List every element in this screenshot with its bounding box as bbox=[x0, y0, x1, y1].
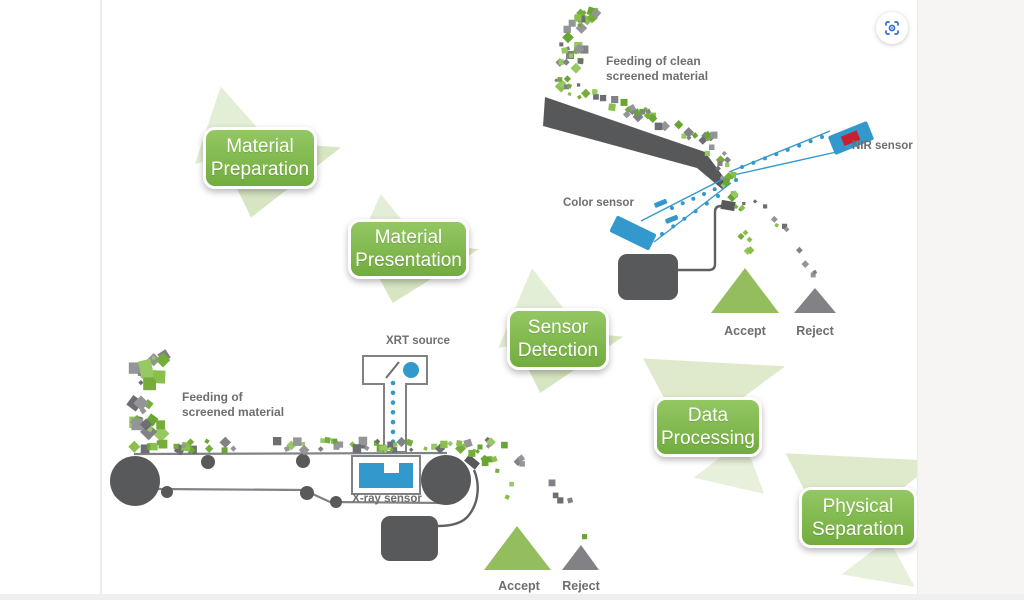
chute-reject-label: Reject bbox=[796, 324, 834, 338]
air-jet-valve-box bbox=[618, 254, 678, 300]
nir-sensor-label: NIR sensor bbox=[852, 140, 913, 152]
stage-data-processing: Data Processing bbox=[654, 397, 762, 457]
stage-label-line: Presentation bbox=[355, 250, 462, 271]
color-beam-pulse bbox=[654, 198, 668, 208]
stage-material-presentation: Material Presentation bbox=[348, 219, 469, 279]
stage-label-line: Processing bbox=[661, 428, 755, 449]
visual-search-button[interactable] bbox=[876, 12, 908, 44]
drive-drum-right bbox=[421, 455, 471, 505]
xray-sensor-notch bbox=[384, 463, 399, 473]
air-jet-nozzle bbox=[720, 199, 736, 212]
stage-label-line: Sensor bbox=[527, 317, 589, 338]
chute-feed-label: Feeding of clean screened material bbox=[606, 54, 709, 83]
belt-roller bbox=[161, 486, 173, 498]
accept-triangle bbox=[484, 526, 551, 570]
belt-roller bbox=[300, 486, 314, 500]
color-sensor-label: Color sensor bbox=[563, 197, 634, 209]
drive-drum-left bbox=[110, 456, 160, 506]
reject-triangle bbox=[562, 545, 599, 570]
xrt-source-housing bbox=[362, 355, 428, 453]
page-bottom-strip bbox=[0, 594, 1024, 600]
belt-reject-label: Reject bbox=[562, 579, 600, 593]
stage-sensor-detection: Sensor Detection bbox=[507, 308, 609, 370]
accept-triangle bbox=[711, 268, 779, 313]
conveyor-return-belt bbox=[156, 487, 447, 505]
color-beam-line bbox=[640, 176, 728, 222]
stage-physical-separation: Physical Separation bbox=[799, 487, 917, 548]
color-sensor-body bbox=[609, 215, 657, 251]
stage-label-line: Separation bbox=[812, 518, 904, 540]
content-left-edge bbox=[100, 0, 102, 594]
belt-feed-label: Feeding of screened material bbox=[182, 390, 285, 419]
belt-roller bbox=[330, 496, 342, 508]
stage-label-line: Preparation bbox=[210, 159, 310, 180]
lens-icon bbox=[885, 21, 899, 35]
beam-dots bbox=[660, 135, 824, 236]
xrt-tube-icon bbox=[403, 362, 419, 378]
air-jet-valve-box bbox=[381, 516, 438, 561]
belt-accept-label: Accept bbox=[498, 579, 540, 593]
stage-label-line: Physical bbox=[822, 495, 894, 517]
chute-surface bbox=[543, 97, 728, 189]
belt-diagram bbox=[110, 355, 599, 570]
color-beam-pulse bbox=[665, 214, 679, 224]
belt-roller bbox=[201, 455, 215, 469]
air-jet-wire bbox=[437, 469, 479, 528]
stage-label-line: Detection bbox=[517, 340, 599, 361]
nir-sensor-body bbox=[828, 121, 874, 155]
stage-label-line: Data bbox=[687, 405, 729, 426]
xrt-filament-icon bbox=[385, 361, 400, 379]
xrt-source-label: XRT source bbox=[386, 335, 450, 347]
reject-triangle bbox=[794, 288, 836, 313]
nir-beam-line bbox=[728, 130, 831, 173]
stage-label-line: Material bbox=[226, 136, 294, 157]
air-jet-nozzle bbox=[464, 454, 480, 470]
conveyor-top-belt bbox=[133, 451, 448, 456]
stage-label-line: Material bbox=[374, 227, 443, 248]
color-beam-line bbox=[653, 182, 732, 243]
air-jet-wire bbox=[678, 204, 723, 272]
stage-material-preparation: Material Preparation bbox=[203, 127, 317, 189]
material-particles bbox=[126, 6, 818, 540]
belt-roller bbox=[296, 454, 310, 468]
nir-beam-line bbox=[728, 150, 842, 177]
chute-accept-label: Accept bbox=[724, 324, 766, 338]
chute-diagram bbox=[543, 97, 874, 313]
xray-sensor-label: X-ray sensor bbox=[352, 493, 422, 505]
content-right-margin bbox=[917, 0, 1024, 594]
